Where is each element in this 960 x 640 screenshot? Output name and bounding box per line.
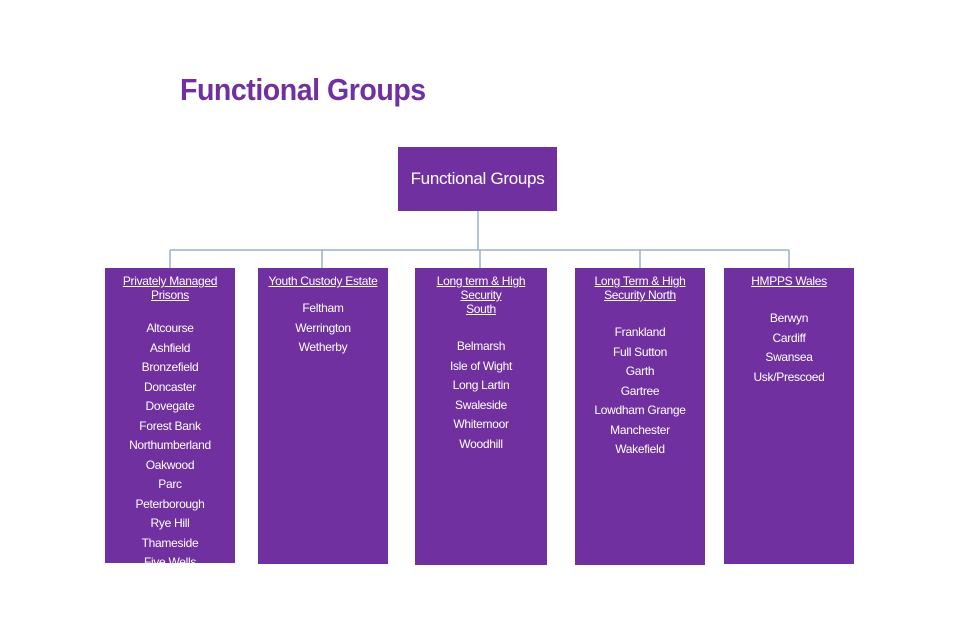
member-item: Garth [625,364,655,378]
member-item: Dovegate [145,399,195,413]
member-item: Belmarsh [456,339,506,353]
group-title: HMPPS Wales [751,274,827,288]
member-item: Northumberland [129,438,211,452]
member-item: Thameside [141,535,199,550]
member-item: Full Sutton [612,344,668,359]
group-long-term-high-security-north: Long Term & High Security North Franklan… [575,268,705,565]
member-item: Long Lartin [452,378,510,392]
member-item: Doncaster [144,379,196,394]
member-item: Rye Hill [150,516,190,530]
member-item: Altcourse [146,321,194,335]
member-item: Parc [158,477,182,491]
member-item: Cardiff [772,330,806,345]
member-item: Werrington [295,320,351,335]
member-item: Wetherby [298,340,348,354]
group-youth-custody-estate: Youth Custody Estate Feltham Werrington … [258,268,388,564]
member-item: Bronzefield [141,360,199,374]
group-long-term-high-security-south: Long term & High Security South Belmarsh… [415,268,547,565]
page-title: Functional Groups [180,72,426,107]
member-item: Manchester [610,422,670,437]
member-item: Five Wells [143,555,197,569]
member-item: Frankland [614,325,666,339]
member-item: Berwyn [769,311,809,325]
group-title: Long term & High Security South [436,274,526,316]
group-title: Privately Managed Prisons [122,274,218,302]
group-privately-managed-prisons: Privately Managed Prisons Altcourse Ashf… [105,268,235,569]
member-list: Berwyn Cardiff Swansea Usk/Prescoed [724,309,854,387]
member-item: Whitemoor [453,417,509,431]
member-item: Swansea [765,350,813,364]
group-title: Long Term & High Security North [594,274,686,302]
member-item: Lowdham Grange [594,403,686,417]
member-item: Forest Bank [139,418,201,433]
member-item: Ashfield [149,340,191,355]
member-item: Feltham [302,301,344,315]
member-item: Oakwood [145,457,195,472]
group-hmpps-wales: HMPPS Wales Berwyn Cardiff Swansea Usk/P… [724,268,854,564]
member-list: Frankland Full Sutton Garth Gartree Lowd… [575,323,705,460]
member-item: Woodhill [459,436,503,451]
member-item: Peterborough [135,496,205,511]
member-list: Belmarsh Isle of Wight Long Lartin Swale… [415,337,547,454]
member-list: Feltham Werrington Wetherby [258,299,388,358]
root-node-label: Functional Groups [410,169,545,188]
member-item: Gartree [620,383,660,398]
root-node: Functional Groups [398,147,557,211]
group-title: Youth Custody Estate [268,274,378,288]
member-item: Usk/Prescoed [753,369,825,384]
member-item: Wakefield [615,442,665,456]
member-list: Altcourse Ashfield Bronzefield Doncaster… [105,319,235,573]
member-item: Isle of Wight [449,358,513,373]
member-item: Swaleside [455,397,507,412]
